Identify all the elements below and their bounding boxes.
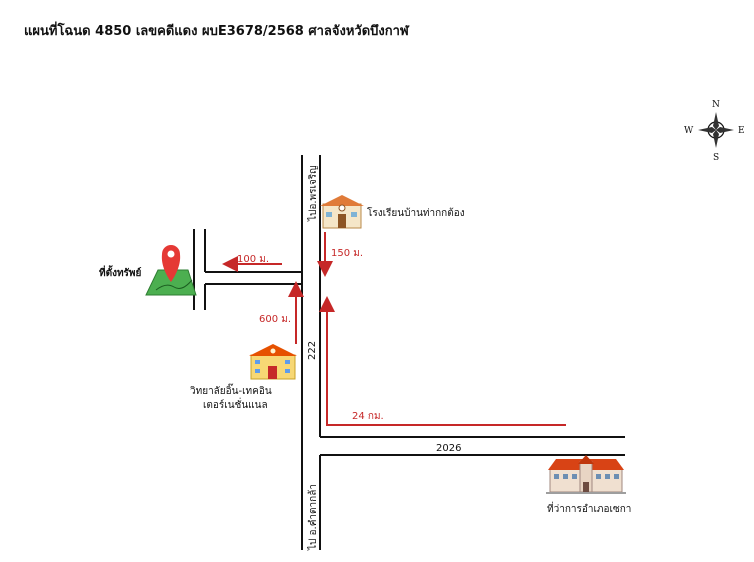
college-label-line1: วิทยาลัยอิ๊น-เทคอิน (190, 383, 272, 397)
college-label-line2: เตอร์เนชั่นแนล (203, 397, 268, 411)
district-office-icon (546, 455, 626, 494)
distance-100m: 100 ม. (237, 254, 269, 265)
compass-w: W (684, 126, 694, 136)
road-south-destination: ไป อ.คำตากล้า (307, 484, 319, 551)
arrow-24km (319, 296, 566, 426)
property-label: ที่ตั้งทรัพย์ (99, 265, 142, 279)
school-icon (320, 195, 364, 229)
distance-24km: 24 กม. (352, 411, 384, 422)
compass-rose-icon: N S E W (684, 100, 745, 163)
distance-600m: 600 ม. (259, 314, 291, 325)
compass-s: S (713, 153, 719, 163)
route-arrows (222, 232, 566, 426)
road-north-destination: ไปอ.พรเจริญ (307, 165, 319, 222)
compass-n: N (712, 100, 720, 110)
property-land-icon (145, 269, 197, 296)
compass-e: E (738, 126, 745, 136)
road-222-label: 222 (307, 341, 318, 360)
district-office-label: ที่ว่าการอำเภอเซกา (547, 501, 631, 515)
location-pin-icon (161, 245, 181, 282)
road-2026-label: 2026 (436, 443, 461, 454)
college-icon (249, 344, 297, 380)
distance-150m: 150 ม. (331, 248, 363, 259)
school-label: โรงเรียนบ้านท่ากกต้อง (367, 206, 465, 219)
map-title: แผนที่โฉนด 4850 เลขคดีแดง ผบE3678/2568 ศ… (24, 24, 409, 39)
